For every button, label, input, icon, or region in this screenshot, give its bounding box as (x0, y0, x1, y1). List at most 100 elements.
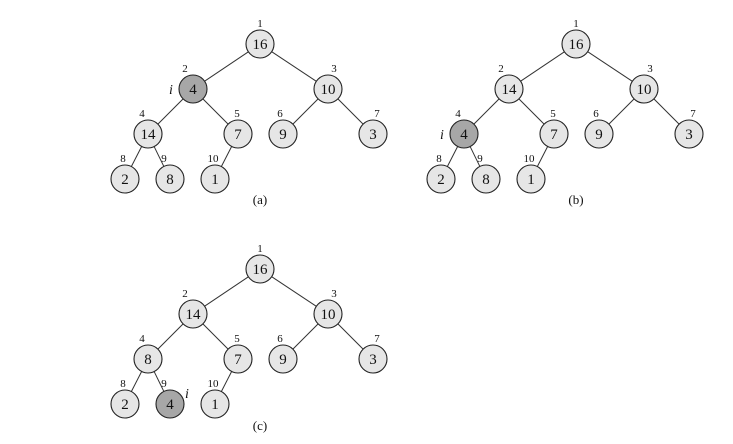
heap-node: 44 (449, 108, 479, 149)
node-index-label: 4 (139, 333, 145, 345)
highlighted-node-circle (178, 74, 208, 104)
tree-edge (518, 98, 545, 125)
heap-node: 161 (245, 243, 275, 284)
node-index-label: 5 (234, 108, 240, 120)
node-circle (245, 254, 275, 284)
tree-edge (271, 51, 317, 82)
heap-node: 96 (268, 333, 298, 374)
heap-node: 89 (471, 153, 501, 194)
tree-edge (220, 371, 233, 392)
heap-node: 110 (516, 153, 546, 194)
tree-edge (157, 98, 184, 125)
heap-node: 96 (268, 108, 298, 149)
node-value: 2 (437, 172, 445, 188)
highlighted-node-circle (155, 389, 185, 419)
node-value: 3 (685, 127, 693, 143)
node-index-label: 7 (374, 333, 380, 345)
node-value: 16 (253, 37, 269, 53)
node-circle (178, 299, 208, 329)
tree-edge (446, 146, 459, 167)
node-index-label: 2 (498, 63, 504, 75)
heap-node: 75 (223, 108, 253, 149)
heap-node: 37 (674, 108, 704, 149)
node-value: 8 (144, 352, 152, 368)
tree-edge (271, 276, 317, 307)
node-circle (539, 119, 569, 149)
node-circle (223, 344, 253, 374)
tree-edge (520, 51, 565, 82)
tree-edge (202, 98, 229, 125)
tree-edge (536, 146, 549, 167)
node-value: 1 (211, 397, 219, 413)
index-pointer-marker: i (440, 128, 444, 143)
node-value: 16 (569, 37, 585, 53)
node-circle (584, 119, 614, 149)
node-circle (268, 344, 298, 374)
node-value: 10 (321, 82, 336, 98)
tree-edge (204, 276, 249, 307)
node-index-label: 7 (374, 108, 380, 120)
node-circle (110, 389, 140, 419)
node-value: 10 (321, 307, 336, 323)
heap-node: 84 (133, 333, 163, 374)
heap-node: 37 (358, 108, 388, 149)
heap-node: 75 (539, 108, 569, 149)
tree-edge (608, 98, 635, 125)
node-index-label: 6 (277, 333, 283, 345)
node-value: 8 (166, 172, 174, 188)
node-circle (223, 119, 253, 149)
node-circle (494, 74, 524, 104)
node-circle (313, 74, 343, 104)
highlighted-node-circle (449, 119, 479, 149)
node-circle (561, 29, 591, 59)
node-index-label: 10 (208, 153, 220, 165)
heap-node: 89 (155, 153, 185, 194)
tree-edge (202, 323, 229, 350)
tree-edge (337, 98, 364, 125)
heap-node: 28 (426, 153, 456, 194)
node-index-label: 4 (455, 108, 461, 120)
node-circle (155, 164, 185, 194)
node-index-label: 2 (182, 288, 188, 300)
heap-node: 42 (178, 63, 208, 104)
index-pointer-marker: i (185, 387, 189, 402)
node-value: 3 (369, 127, 377, 143)
heap-node: 1 10 (200, 378, 230, 419)
node-value: 9 (279, 127, 287, 143)
node-index-label: 3 (331, 288, 337, 300)
index-pointer-marker: i (169, 83, 173, 98)
node-index-label: 5 (550, 108, 556, 120)
node-circle (426, 164, 456, 194)
heap-node: 10 3 (313, 288, 343, 329)
node-circle (471, 164, 501, 194)
node-index-label: 7 (690, 108, 696, 120)
tree-edge (204, 51, 249, 82)
node-index-label: 2 (182, 63, 188, 75)
node-value: 3 (369, 352, 377, 368)
node-value: 1 (211, 172, 219, 188)
heap-node: 142 (178, 288, 208, 329)
heap-node: 103 (313, 63, 343, 104)
node-value: 4 (166, 397, 174, 413)
tree-edge (473, 98, 500, 125)
tree-edge (153, 371, 165, 392)
node-circle (516, 164, 546, 194)
heap-node: 142 (494, 63, 524, 104)
node-index-label: 9 (477, 153, 483, 165)
node-value: 9 (279, 352, 287, 368)
node-index-label: 9 (161, 378, 167, 390)
tree-edge (220, 146, 233, 167)
node-index-label: 10 (208, 378, 220, 390)
heap-node: 75 (223, 333, 253, 374)
heap-node: 28 (110, 378, 140, 419)
heap-node: 161 (245, 18, 275, 59)
node-value: 2 (121, 397, 129, 413)
panel-caption: (a) (253, 192, 267, 207)
node-index-label: 8 (436, 153, 442, 165)
node-circle (200, 164, 230, 194)
node-index-label: 6 (593, 108, 599, 120)
tree-edge (337, 323, 364, 350)
node-value: 4 (460, 127, 468, 143)
tree-edge (153, 146, 165, 167)
